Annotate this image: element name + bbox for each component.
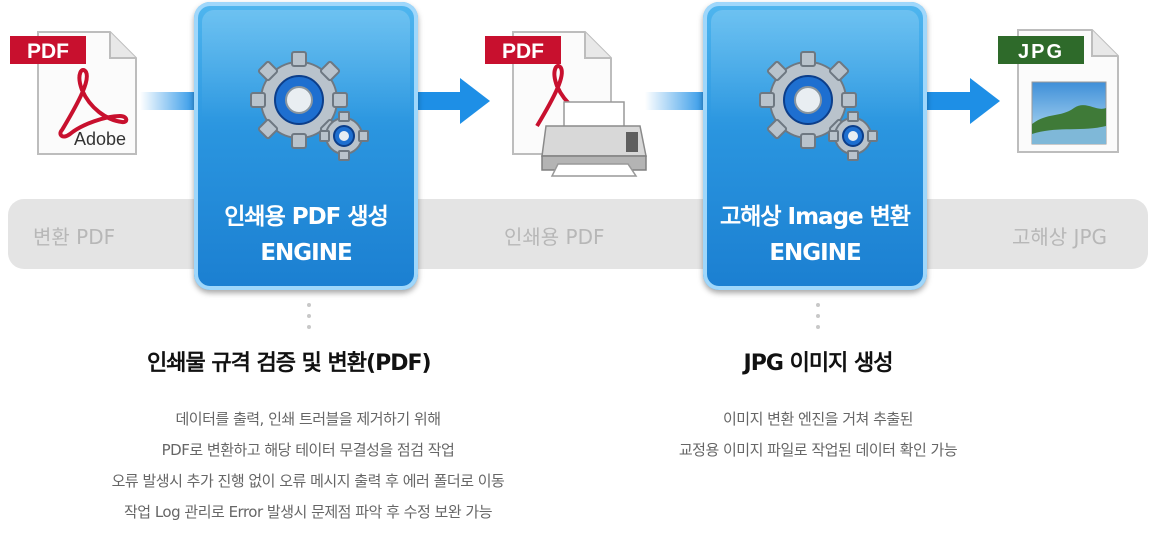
connector-line xyxy=(410,92,460,110)
dot xyxy=(307,325,311,329)
printer-icon xyxy=(540,98,650,182)
dot xyxy=(816,303,820,307)
jpg-file-icon: JPG xyxy=(998,28,1123,162)
section-desc-left: 데이터를 출력, 인쇄 트러블을 제거하기 위해 PDF로 변환하고 해당 테이… xyxy=(0,408,616,532)
arrow-right-icon xyxy=(970,78,1000,124)
desc-line: 데이터를 출력, 인쇄 트러블을 제거하기 위해 xyxy=(175,410,441,428)
engine-title-line1: 인쇄용 PDF 생성 xyxy=(224,204,388,230)
jpg-tag: JPG xyxy=(1018,41,1064,63)
section-desc-right: 이미지 변환 엔진을 거쳐 추출된 교정용 이미지 파일로 작업된 데이터 확인… xyxy=(600,408,1036,470)
adobe-text: Adobe xyxy=(74,129,126,149)
image-engine-box: 고해상 Image 변환 ENGINE xyxy=(703,2,927,290)
desc-line: 오류 발생시 추가 진행 없이 오류 메시지 출력 후 에러 폴더로 이동 xyxy=(111,472,505,490)
pdf-engine-box: 인쇄용 PDF 생성 ENGINE xyxy=(194,2,418,290)
pdf-tag: PDF xyxy=(502,40,544,63)
pdf-tag: PDF xyxy=(27,40,69,63)
engine-title-line1: 고해상 Image 변환 xyxy=(720,204,911,230)
engine-title-line2: ENGINE xyxy=(769,240,861,266)
engine-title-line2: ENGINE xyxy=(260,240,352,266)
desc-line: 교정용 이미지 파일로 작업된 데이터 확인 가능 xyxy=(678,441,958,459)
gear-icon xyxy=(753,48,883,172)
pdf-file-icon: PDF Adobe xyxy=(10,30,137,155)
stage-label-source: 변환 PDF xyxy=(33,225,116,249)
stage-label-jpg: 고해상 JPG xyxy=(1012,225,1108,249)
stage-label-print: 인쇄용 PDF xyxy=(504,225,605,249)
desc-line: PDF로 변환하고 해당 테이터 무결성을 점검 작업 xyxy=(161,441,455,459)
desc-line: 이미지 변환 엔진을 거쳐 추출된 xyxy=(723,410,913,428)
gear-icon xyxy=(244,48,374,172)
dot xyxy=(816,325,820,329)
arrow-right-icon xyxy=(460,78,490,124)
dot xyxy=(307,314,311,318)
dot xyxy=(307,303,311,307)
connector-line xyxy=(140,92,200,110)
connector-line xyxy=(645,92,710,110)
connector-line xyxy=(920,92,970,110)
section-heading-left: 인쇄물 규격 검증 및 변환(PDF) xyxy=(147,351,432,376)
dot xyxy=(816,314,820,318)
desc-line: 작업 Log 관리로 Error 발생시 문제점 파악 후 수정 보완 가능 xyxy=(123,503,493,521)
section-heading-right: JPG 이미지 생성 xyxy=(743,351,894,376)
